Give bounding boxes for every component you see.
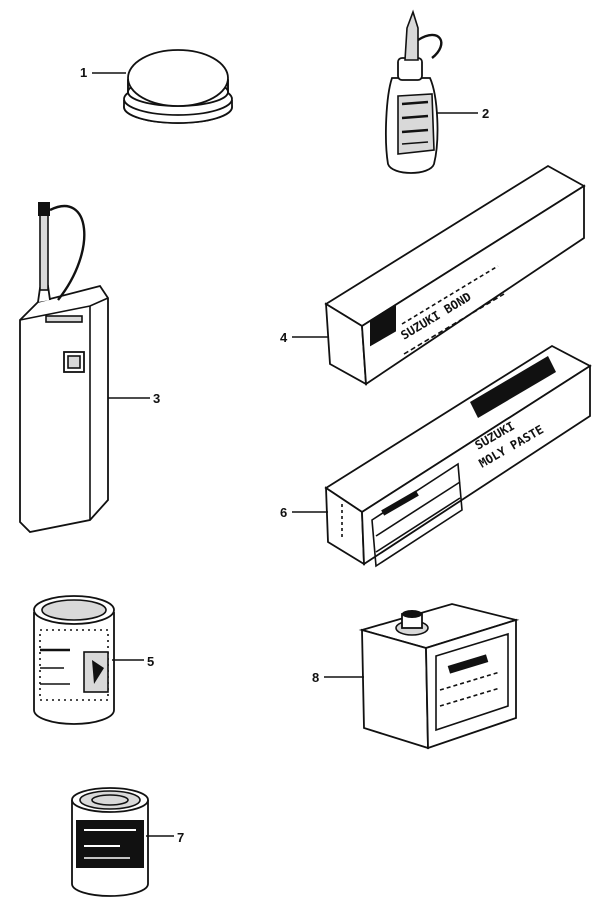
callout-2: 2 xyxy=(436,106,489,121)
item-8-square-can xyxy=(358,603,520,750)
callout-5-label: 5 xyxy=(147,654,154,669)
item-3-tall-can xyxy=(19,202,109,533)
callout-3-label: 3 xyxy=(153,391,160,406)
callout-7: 7 xyxy=(146,830,184,845)
item-1-round-tin xyxy=(123,49,233,124)
callout-6: 6 xyxy=(280,505,328,520)
callout-8-label: 8 xyxy=(312,670,319,685)
callout-3: 3 xyxy=(108,391,160,406)
callout-7-label: 7 xyxy=(177,830,184,845)
item-5-cylinder-can xyxy=(33,595,115,725)
item-4-bond-box: SUZUKI BOND xyxy=(324,164,586,386)
callout-5: 5 xyxy=(112,654,154,669)
item-7-small-can xyxy=(71,787,149,897)
callout-2-label: 2 xyxy=(482,106,489,121)
callout-4-label: 4 xyxy=(280,330,288,345)
callout-4: 4 xyxy=(280,330,328,345)
item-6-moly-paste-box: SUZUKI MOLY PASTE xyxy=(324,344,592,568)
callout-8: 8 xyxy=(312,670,364,685)
item-2-small-bottle xyxy=(385,9,443,174)
callout-6-label: 6 xyxy=(280,505,287,520)
callout-1-label: 1 xyxy=(80,65,87,80)
callout-1: 1 xyxy=(80,65,126,80)
